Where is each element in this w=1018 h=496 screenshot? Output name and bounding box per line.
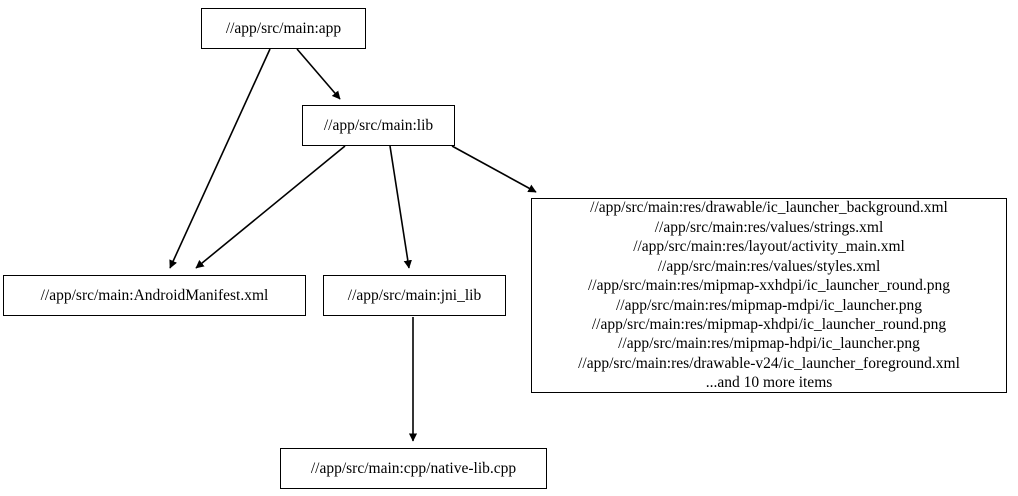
graph-node-resources-line: ...and 10 more items (705, 374, 833, 392)
graph-node-app[interactable]: //app/src/main:app (201, 8, 366, 49)
graph-node-lib-label: //app/src/main:lib (323, 116, 434, 134)
graph-node-resources-line: //app/src/main:res/mipmap-xhdpi/ic_launc… (591, 315, 947, 333)
graph-node-resources-line: //app/src/main:res/values/strings.xml (654, 218, 884, 236)
graph-node-app-label: //app/src/main:app (225, 19, 342, 37)
graph-node-android-manifest-label: //app/src/main:AndroidManifest.xml (40, 286, 269, 304)
graph-node-resources-line: //app/src/main:res/mipmap-xxhdpi/ic_laun… (587, 277, 950, 295)
graph-node-resources-line: //app/src/main:res/layout/activity_main.… (633, 238, 905, 256)
graph-node-native-lib-cpp[interactable]: //app/src/main:cpp/native-lib.cpp (280, 448, 547, 489)
edge-app-to-manifest (169, 48, 271, 269)
graph-node-lib[interactable]: //app/src/main:lib (302, 105, 455, 146)
graph-node-android-manifest[interactable]: //app/src/main:AndroidManifest.xml (3, 275, 306, 316)
graph-node-resources-line: //app/src/main:res/drawable/ic_launcher_… (590, 199, 948, 217)
edge-lib-to-jni-lib (389, 145, 412, 269)
graph-node-resources[interactable]: //app/src/main:res/drawable/ic_launcher_… (531, 198, 1007, 393)
graph-node-jni-lib-label: //app/src/main:jni_lib (347, 286, 482, 304)
graph-node-resources-label: //app/src/main:res/drawable/ic_launcher_… (538, 198, 1000, 392)
edge-lib-to-manifest (195, 145, 346, 269)
graph-node-native-lib-cpp-label: //app/src/main:cpp/native-lib.cpp (310, 459, 517, 477)
edge-app-to-lib (296, 48, 341, 100)
graph-node-resources-line: //app/src/main:res/mipmap-mdpi/ic_launch… (615, 296, 923, 314)
graph-node-resources-line: //app/src/main:res/mipmap-hdpi/ic_launch… (618, 335, 920, 353)
edge-lib-to-resources (451, 145, 537, 193)
graph-node-resources-line: //app/src/main:res/values/styles.xml (657, 257, 881, 275)
graph-node-jni-lib[interactable]: //app/src/main:jni_lib (323, 275, 506, 316)
graph-node-resources-line: //app/src/main:res/drawable-v24/ic_launc… (578, 354, 960, 372)
